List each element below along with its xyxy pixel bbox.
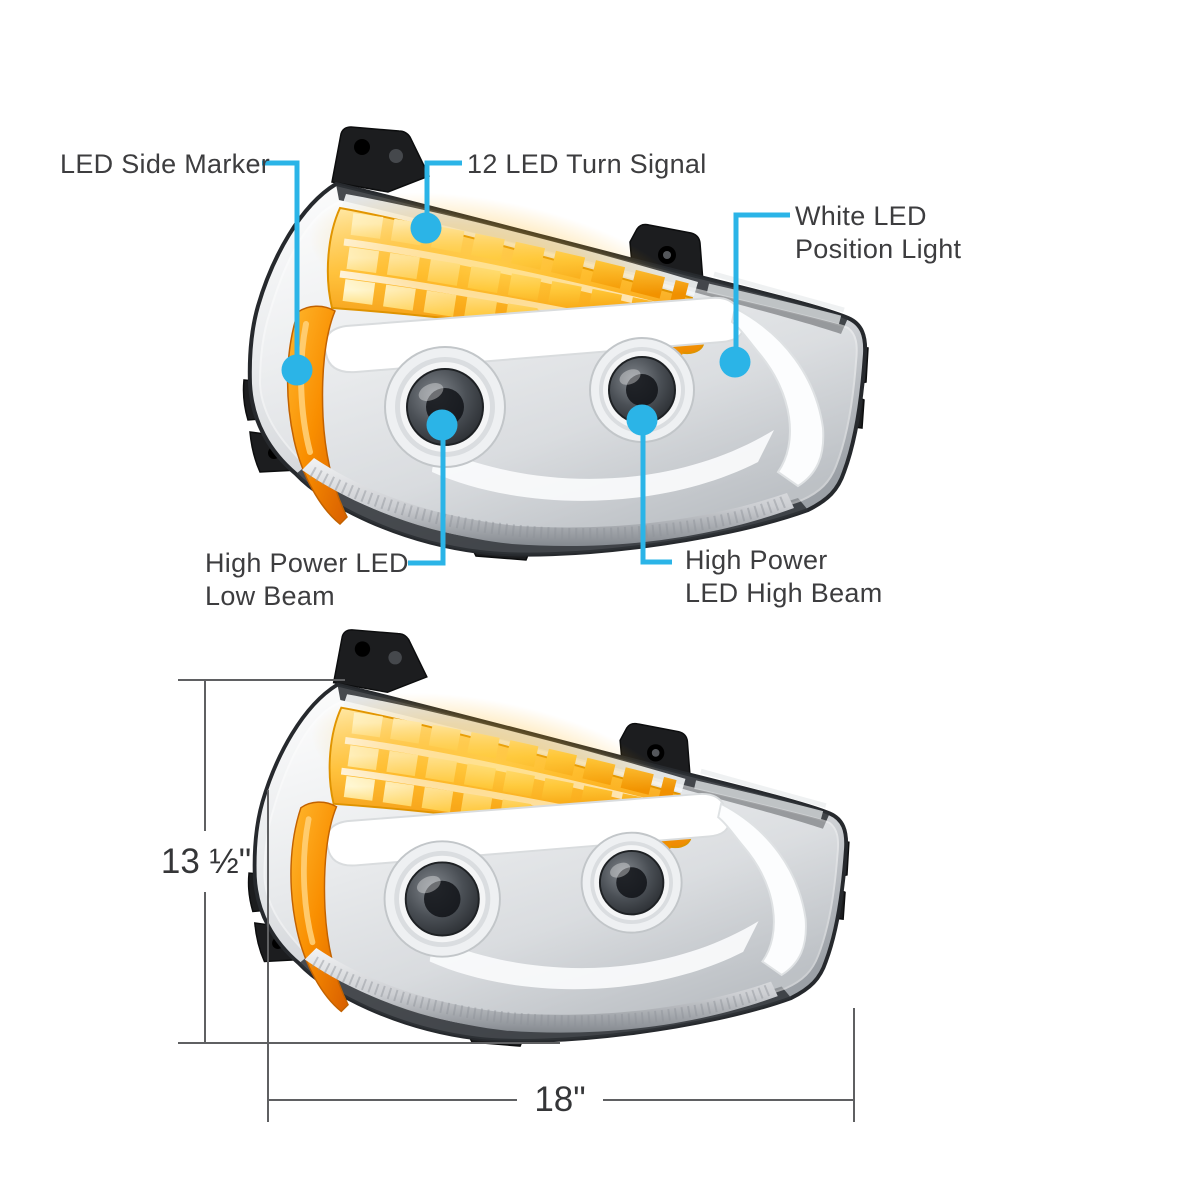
turn-signal-dot-icon [410, 212, 442, 244]
position-light-label-line1: White LED [795, 201, 927, 231]
high-beam-leader-line [640, 420, 672, 565]
position-light-label-line2: Position Light [795, 234, 962, 264]
side-marker-dot-icon [281, 354, 313, 386]
high-beam-dot-icon [626, 404, 658, 436]
low-beam-label-line1: High Power LED [205, 548, 409, 578]
width-dimension-label: 18" [534, 1080, 586, 1119]
turn-signal-label: 12 LED Turn Signal [467, 148, 707, 181]
headlight-photo-bottom [249, 630, 849, 1046]
high-beam-label: High Power LED High Beam [685, 544, 883, 610]
dimension-lines [178, 679, 855, 1122]
callout-leaders [262, 160, 790, 566]
side-marker-label-line1: LED Side Marker [60, 149, 271, 179]
height-dimension-label: 13 ½" [160, 842, 252, 881]
side-marker-label: LED Side Marker [60, 148, 270, 181]
turn-signal-leader-line [424, 160, 462, 228]
headlight-photo-top [244, 127, 869, 560]
high-beam-label-line2: LED High Beam [685, 578, 883, 608]
position-light-label: White LED Position Light [795, 200, 961, 266]
turn-signal-label-line1: 12 LED Turn Signal [467, 149, 707, 179]
side-marker-leader-line [262, 160, 300, 370]
high-beam-label-line1: High Power [685, 545, 828, 575]
position-light-leader-line [733, 212, 790, 362]
position-light-dot-icon [719, 346, 751, 378]
callout-dots [281, 212, 751, 441]
low-beam-label: High Power LED Low Beam [205, 547, 409, 613]
low-beam-leader-line [408, 425, 446, 566]
low-beam-label-line2: Low Beam [205, 581, 335, 611]
low-beam-dot-icon [426, 409, 458, 441]
